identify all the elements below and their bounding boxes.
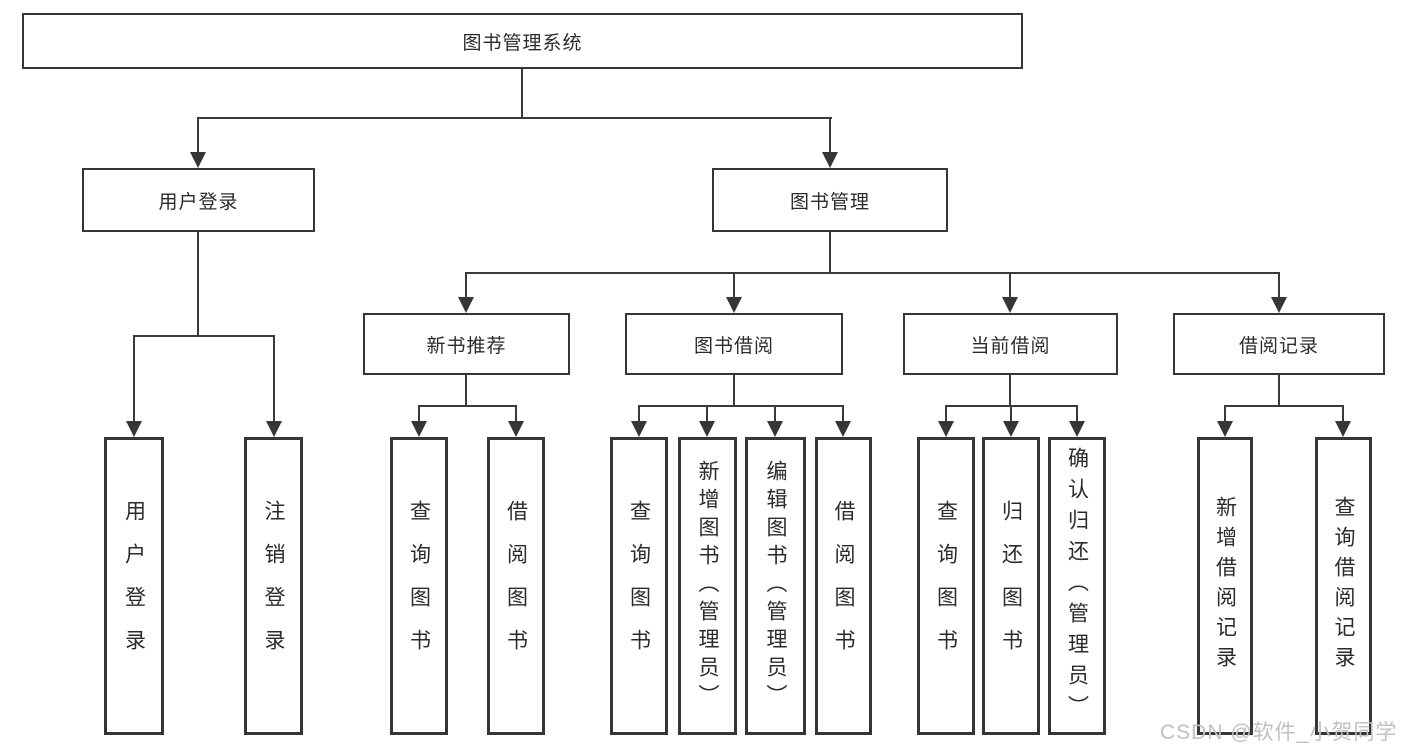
leaf-add-borrow-record-label: 新增借阅记录 <box>1213 496 1237 676</box>
node-root: 图书管理系统 <box>22 13 1023 69</box>
arrow-to-current-borrow <box>1002 297 1018 313</box>
connector-rail-level2 <box>198 117 832 119</box>
arrow-to-query-borrow-record <box>1335 421 1351 437</box>
connector-drop-user-login <box>197 117 199 153</box>
leaf-query-books-1: 查询图书 <box>390 437 448 735</box>
leaf-confirm-return-admin-label: 确认归还（管理员） <box>1065 446 1089 726</box>
connector-drop-leaf-user-login <box>133 335 135 422</box>
arrow-to-return-books <box>1003 421 1019 437</box>
connector-rail-level3 <box>465 272 1280 274</box>
leaf-query-books-1-label: 查询图书 <box>407 500 431 672</box>
connector-drop-confirm-return <box>1076 405 1078 422</box>
connector-drop-current-borrow <box>1009 272 1011 298</box>
node-borrow-records: 借阅记录 <box>1173 313 1385 375</box>
leaf-query-borrow-record: 查询借阅记录 <box>1315 437 1372 735</box>
arrow-to-book-borrow <box>726 297 742 313</box>
arrow-to-query-books-3 <box>938 421 954 437</box>
connector-rail-borrow-records <box>1224 405 1344 407</box>
node-new-book-recommend-label: 新书推荐 <box>426 335 507 357</box>
leaf-query-books-3: 查询图书 <box>917 437 975 735</box>
connector-book-management-stub <box>829 232 831 272</box>
connector-drop-leaf-logout <box>273 335 275 422</box>
csdn-watermark: CSDN @软件_小贺同学 <box>1160 721 1398 744</box>
arrow-to-borrow-books-1 <box>508 421 524 437</box>
connector-drop-add-book <box>706 405 708 422</box>
connector-drop-query-books-3 <box>945 405 947 422</box>
arrow-to-leaf-logout <box>266 421 282 437</box>
connector-drop-new-book <box>465 272 467 298</box>
connector-borrow-records-stub <box>1278 375 1280 405</box>
leaf-user-login: 用户登录 <box>104 437 164 735</box>
leaf-add-borrow-record: 新增借阅记录 <box>1197 437 1253 735</box>
leaf-query-books-2: 查询图书 <box>610 437 668 735</box>
node-book-borrow: 图书借阅 <box>625 313 843 375</box>
leaf-add-book-admin: 新增图书（管理员） <box>678 437 737 735</box>
connector-root-stub <box>521 68 523 118</box>
node-user-login-label: 用户登录 <box>158 191 239 213</box>
leaf-query-books-2-label: 查询图书 <box>627 500 651 672</box>
node-book-borrow-label: 图书借阅 <box>693 335 774 357</box>
arrow-to-add-book <box>699 421 715 437</box>
node-current-borrow-label: 当前借阅 <box>970 335 1051 357</box>
connector-user-login-stub <box>197 232 199 335</box>
leaf-borrow-books-2-label: 借阅图书 <box>832 500 855 672</box>
arrow-to-edit-book <box>767 421 783 437</box>
leaf-borrow-books-2: 借阅图书 <box>815 437 872 735</box>
connector-new-book-stub <box>465 375 467 405</box>
leaf-borrow-books-1-label: 借阅图书 <box>504 500 528 672</box>
connector-drop-borrow-books-1 <box>515 405 517 422</box>
leaf-edit-book-admin-label: 编辑图书（管理员） <box>764 460 787 712</box>
leaf-confirm-return-admin: 确认归还（管理员） <box>1048 437 1106 735</box>
arrow-to-query-books-1 <box>411 421 427 437</box>
leaf-borrow-books-1: 借阅图书 <box>487 437 545 735</box>
connector-drop-book-management <box>829 117 831 153</box>
connector-drop-query-borrow-record <box>1342 405 1344 422</box>
connector-drop-add-borrow-record <box>1224 405 1226 422</box>
node-current-borrow: 当前借阅 <box>903 313 1118 375</box>
connector-drop-book-borrow <box>733 272 735 298</box>
leaf-query-books-3-label: 查询图书 <box>934 500 958 672</box>
connector-book-borrow-stub <box>733 375 735 405</box>
connector-drop-borrow-records <box>1278 272 1280 298</box>
connector-drop-edit-book <box>774 405 776 422</box>
leaf-edit-book-admin: 编辑图书（管理员） <box>745 437 806 735</box>
node-user-login: 用户登录 <box>82 168 315 232</box>
leaf-add-book-admin-label: 新增图书（管理员） <box>696 460 719 712</box>
arrow-to-book-management <box>822 152 838 168</box>
arrow-to-confirm-return <box>1069 421 1085 437</box>
leaf-return-books: 归还图书 <box>982 437 1040 735</box>
connector-drop-return-books <box>1010 405 1012 422</box>
arrow-to-user-login <box>190 152 206 168</box>
node-book-management-label: 图书管理 <box>789 191 870 213</box>
arrow-to-add-borrow-record <box>1217 421 1233 437</box>
arrow-to-leaf-user-login <box>126 421 142 437</box>
arrow-to-query-books-2 <box>631 421 647 437</box>
node-borrow-records-label: 借阅记录 <box>1238 335 1319 357</box>
connector-rail-user-login <box>133 335 275 337</box>
connector-drop-query-books-1 <box>418 405 420 422</box>
node-book-management: 图书管理 <box>712 168 948 232</box>
leaf-return-books-label: 归还图书 <box>999 500 1023 672</box>
arrow-to-borrow-books-2 <box>835 421 851 437</box>
connector-drop-query-books-2 <box>638 405 640 422</box>
node-new-book-recommend: 新书推荐 <box>363 313 570 375</box>
node-root-label: 图书管理系统 <box>462 32 583 54</box>
connector-rail-book-borrow <box>638 405 844 407</box>
leaf-logout-label: 注销登录 <box>262 500 285 672</box>
connector-current-borrow-stub <box>1009 375 1011 405</box>
connector-rail-new-book <box>418 405 517 407</box>
arrow-to-borrow-records <box>1271 297 1287 313</box>
leaf-user-login-label: 用户登录 <box>122 500 146 672</box>
leaf-logout: 注销登录 <box>244 437 303 735</box>
leaf-query-borrow-record-label: 查询借阅记录 <box>1332 496 1355 676</box>
connector-drop-borrow-books-2 <box>842 405 844 422</box>
arrow-to-new-book <box>458 297 474 313</box>
